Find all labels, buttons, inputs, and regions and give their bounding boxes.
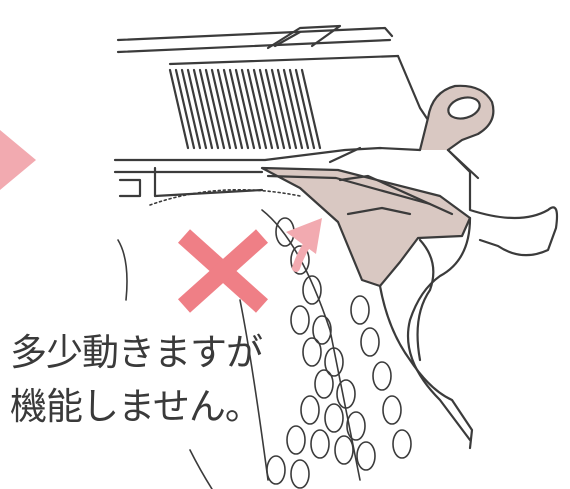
caption-line-1: 多少動きますが [10,331,263,374]
x-mark-icon [177,229,269,313]
up-right-arrow-icon [286,218,322,272]
grip-checkering [239,209,412,489]
hammer [418,84,495,152]
safety-lever [260,166,472,288]
frame-outline [113,146,422,198]
beavertail [446,148,559,257]
caption-text: 多少動きますが 機能しません。 [10,326,340,434]
magnify-circle [117,188,301,489]
left-pink-arrow-icon [0,130,36,190]
slide-outline [116,24,480,180]
slide-serrations [168,68,322,150]
grip-outline [378,216,474,450]
caption-line-2: 機能しません。 [10,385,262,428]
